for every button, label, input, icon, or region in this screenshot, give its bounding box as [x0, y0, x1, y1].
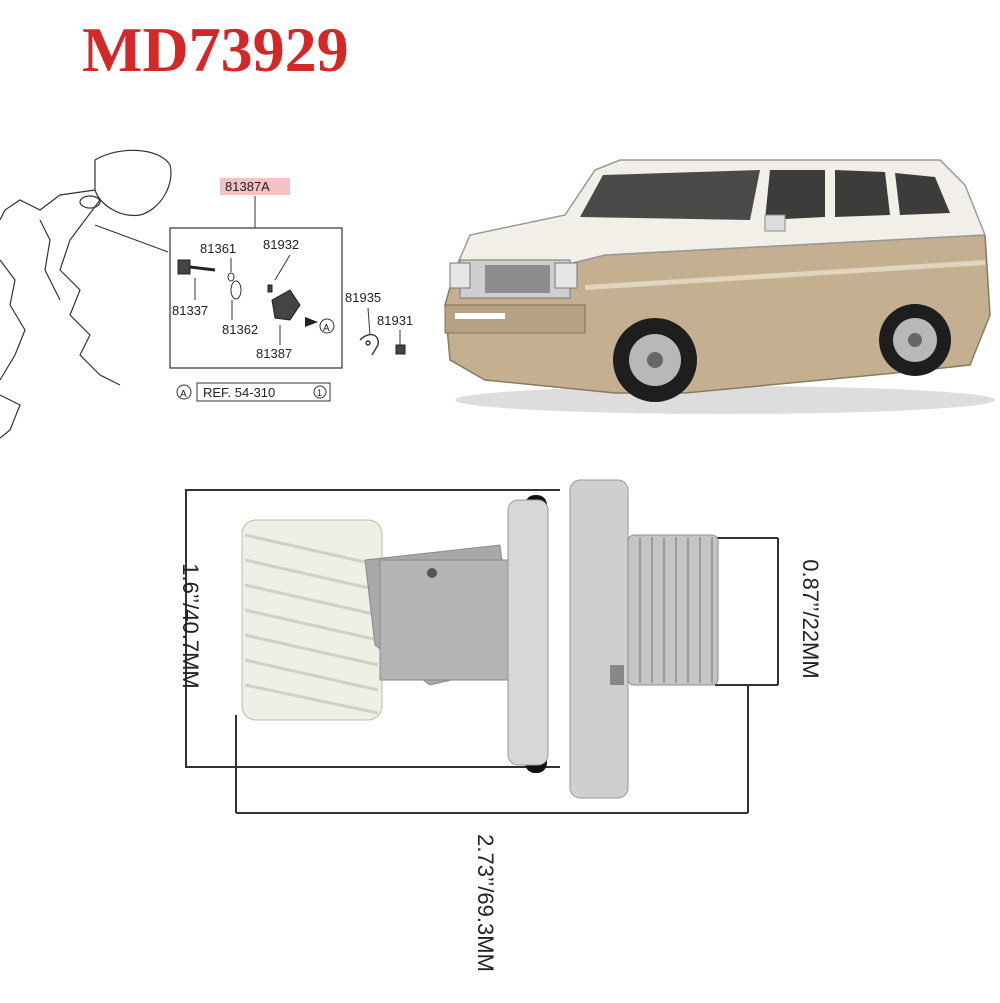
transmission-sketch — [0, 149, 172, 439]
length-dimension-label: 2.73’’/69.3MM — [473, 834, 498, 972]
speedometer-gear-part-photo — [185, 479, 779, 814]
part-label-81935: 81935 — [345, 290, 381, 305]
part-label-81387: 81387 — [256, 346, 292, 361]
ref-text: REF. 54-310 — [203, 385, 275, 400]
part-label-81932: 81932 — [263, 237, 299, 252]
ref-marker-inbox: A — [323, 323, 330, 334]
clamp-drawing — [359, 333, 379, 356]
assembly-box — [169, 227, 343, 369]
exploded-parts-diagram: 81387A 81361 81932 81337 81362 81387 A 8… — [0, 149, 413, 439]
ref-circle-number: 1 — [317, 388, 322, 398]
part-label-81337: 81337 — [172, 303, 208, 318]
height-dimension-label: 1.6’’/40.7MM — [178, 563, 203, 689]
ref-box — [196, 382, 331, 402]
ref-marker: A — [180, 389, 187, 400]
o-ring-drawing — [227, 272, 242, 300]
part-label-81361: 81361 — [200, 241, 236, 256]
rear-wheel — [879, 304, 951, 376]
part-label-81362: 81362 — [222, 322, 258, 337]
suv-photo — [444, 159, 995, 414]
front-wheel — [613, 318, 697, 402]
sleeve-drawing — [267, 284, 301, 321]
part-label-81931: 81931 — [377, 313, 413, 328]
assembly-label: 81387A — [225, 179, 270, 194]
assembly-highlight — [220, 178, 290, 195]
part-number-title: MD73929 — [82, 14, 349, 85]
pinion-gear-drawing — [177, 259, 216, 275]
dimension-lines — [185, 489, 779, 814]
bolt-drawing — [395, 344, 406, 355]
plastic-gear — [241, 519, 383, 721]
thread-dimension-label: 0.87’’/22MM — [798, 559, 823, 679]
